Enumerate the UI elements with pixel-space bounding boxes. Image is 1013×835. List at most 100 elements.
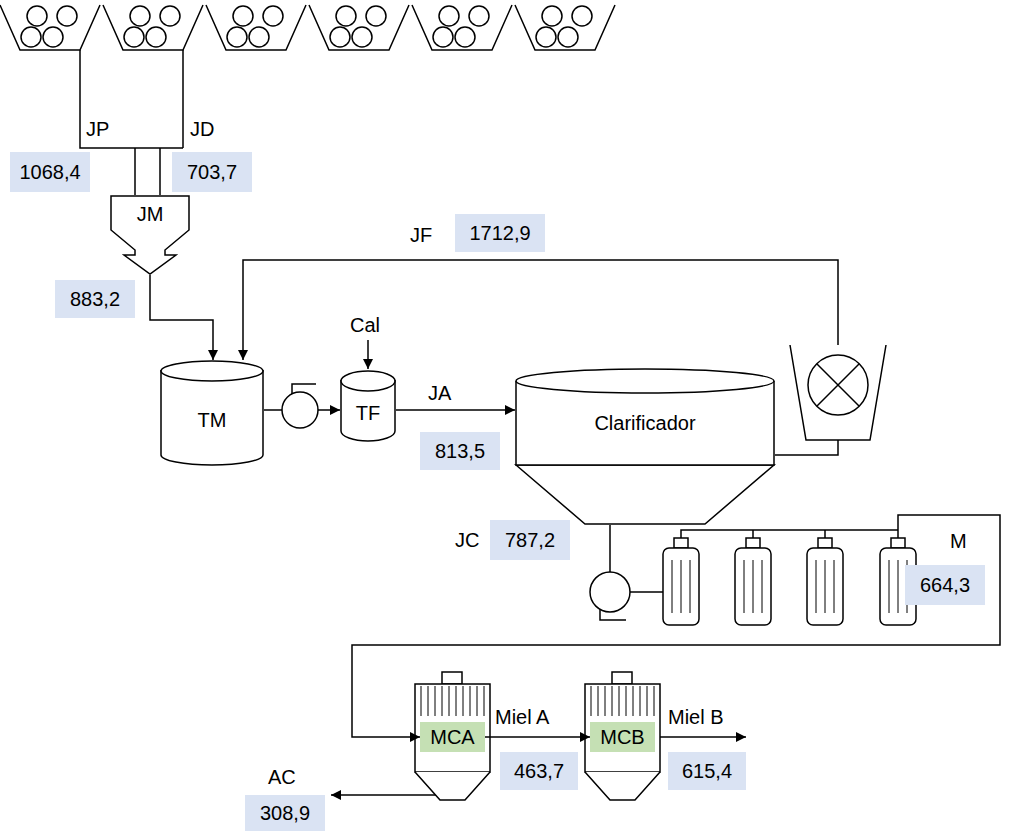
mill-roller [542,6,562,26]
centrifuge-fin [633,686,634,716]
mill-roller [352,27,372,47]
flow-value: 787,2 [490,520,570,560]
centrifuge-label: MCB [590,722,655,752]
evaporator-tube [816,560,817,613]
tank: TM [160,360,264,466]
mill-roller [43,27,63,47]
mill-roller [439,6,459,26]
stream-label: Miel B [668,706,724,729]
centrifuge-fin [619,686,620,716]
heat-exchanger [590,572,630,612]
centrifuge-fin [435,686,436,716]
evaporator-tube [672,560,673,613]
centrifuge-fin [449,686,450,716]
centrifuge-fin [477,686,478,716]
centrifuge-body [415,684,490,772]
node-text: 463,7 [514,760,564,783]
evaporator-tube [690,560,691,613]
evaporator-tube [681,560,682,613]
evaporator-tube [898,560,899,613]
node-text: 883,2 [70,288,120,311]
mill-roller [233,6,253,26]
evaporator-tube [753,560,754,613]
centrifuge-fin [442,686,443,716]
centrifuge-fin [463,686,464,716]
node-text: 308,9 [260,802,310,825]
flow-value: 664,3 [905,565,985,605]
mill-roller [249,27,269,47]
stream-label: JP [86,118,109,141]
evaporator-body [735,548,771,625]
node-text: 615,4 [682,760,732,783]
molasses-arrow [660,736,746,738]
evaporator-body [807,548,843,625]
flow-line [396,409,515,411]
node-text: 813,5 [435,440,485,463]
stream-label: JA [428,382,451,405]
centrifuge-cone [585,772,660,800]
clarifier-top [516,369,774,393]
tank-top [341,371,395,391]
node-text: Clarificador [594,412,695,435]
centrifuge-fin [428,686,429,716]
flow-value: 1712,9 [455,214,545,252]
centrifuge-fin [598,686,599,716]
evaporator-nozzle [746,538,760,548]
node-text: MCA [430,726,474,749]
mill-roller [57,6,77,26]
mill-roller [469,6,489,26]
centrifuge-fin [484,686,485,716]
mill-roller [366,6,386,26]
evaporator-nozzle [818,538,832,548]
mill-roller [27,6,47,26]
strainer-funnel: JM [110,195,190,275]
mill-roller [455,27,475,47]
heat-exchanger-stub [292,384,316,394]
flow-line [150,275,213,360]
node-text: TF [356,402,380,425]
heat-exchanger-stub [600,609,626,620]
rotary-filter-cross [817,364,859,406]
funnel-outline [111,196,189,274]
stream-label: AC [268,766,296,789]
mill-roller [558,27,578,47]
mill-roller [146,27,166,47]
juice-lines [80,50,183,195]
mill-roller [330,27,350,47]
centrifuge-fin [421,686,422,716]
stream-label: JD [190,118,214,141]
flow-value: 1068,4 [10,152,90,192]
stream-label: JF [410,224,432,247]
node-text: 1712,9 [469,222,530,245]
centrifuges [415,672,660,800]
stream-label: Cal [350,314,380,337]
evaporator-tube [825,560,826,613]
evaporator-tube [744,560,745,613]
evaporator-tube [834,560,835,613]
centrifuge-label: MCA [420,722,485,752]
centrifuge-fin [605,686,606,716]
mill-roller [536,27,556,47]
mill-rollers [21,6,592,47]
centrifuge-fin [612,686,613,716]
evaporator-tube [889,560,890,613]
filter-trough [790,345,886,440]
lime-arrow [367,340,369,369]
node-text: 664,3 [920,574,970,597]
flow-line [485,736,590,738]
flow-value: 615,4 [668,752,746,790]
node-text: TM [198,409,227,432]
heat-exchanger [282,392,318,428]
node-text: 703,7 [187,161,237,184]
centrifuge-body [585,684,660,772]
node-text: 1068,4 [19,161,80,184]
evaporator-body [663,548,699,625]
mill-roller [21,27,41,47]
node-text: JM [137,203,164,226]
flow-line [352,515,1000,737]
rotary-filter [808,355,868,415]
centrifuge-fin [591,686,592,716]
mill-roller [227,27,247,47]
centrifuge-fin [654,686,655,716]
